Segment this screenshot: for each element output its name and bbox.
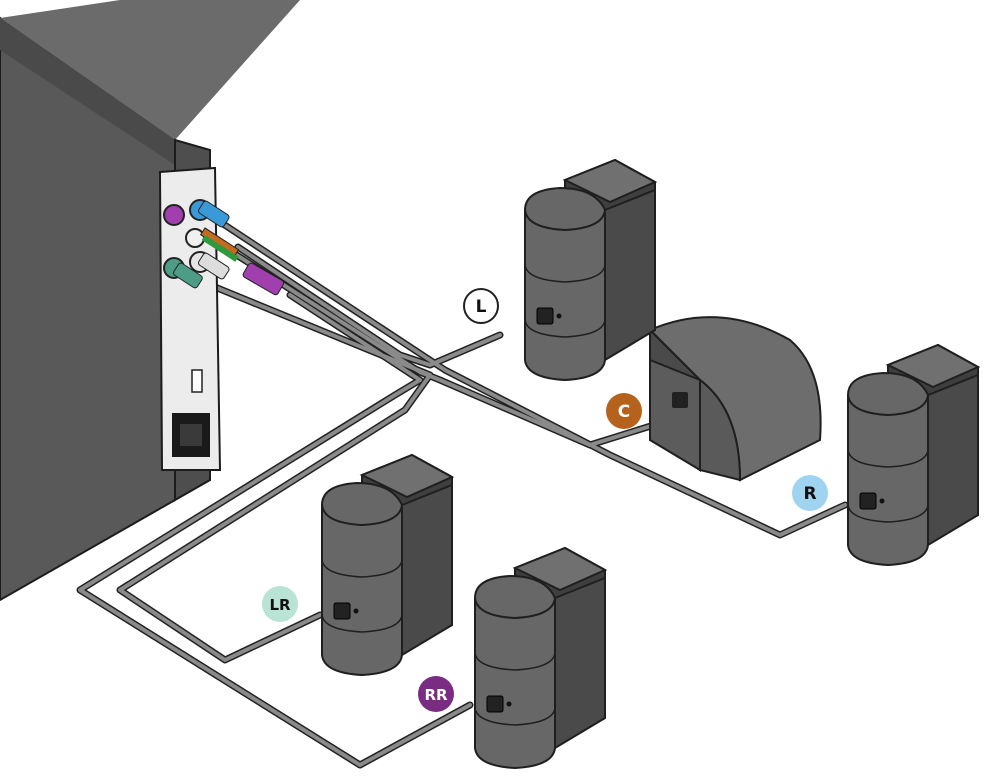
jack-rear-right bbox=[163, 204, 185, 226]
center-speaker bbox=[648, 316, 822, 482]
speaker-front-left bbox=[524, 159, 656, 381]
label-LR: LR bbox=[262, 586, 298, 622]
label-RR: RR bbox=[418, 676, 454, 712]
label-R: R bbox=[792, 475, 828, 511]
rear-connector-panel bbox=[158, 166, 222, 471]
label-L: L bbox=[463, 288, 499, 324]
svg-text:LR: LR bbox=[269, 596, 291, 614]
speaker-cables bbox=[76, 208, 849, 769]
svg-text:R: R bbox=[803, 484, 816, 504]
speaker-front-right bbox=[847, 344, 979, 566]
svg-text:L: L bbox=[476, 297, 487, 317]
speaker-rear-right bbox=[474, 547, 606, 769]
acoustimass-module bbox=[0, 0, 300, 602]
svg-text:RR: RR bbox=[424, 686, 448, 704]
svg-text:C: C bbox=[618, 402, 630, 422]
jack-center bbox=[185, 228, 205, 248]
power-switch bbox=[191, 369, 203, 393]
speaker-rear-left bbox=[321, 454, 453, 676]
label-C: C bbox=[606, 393, 642, 429]
